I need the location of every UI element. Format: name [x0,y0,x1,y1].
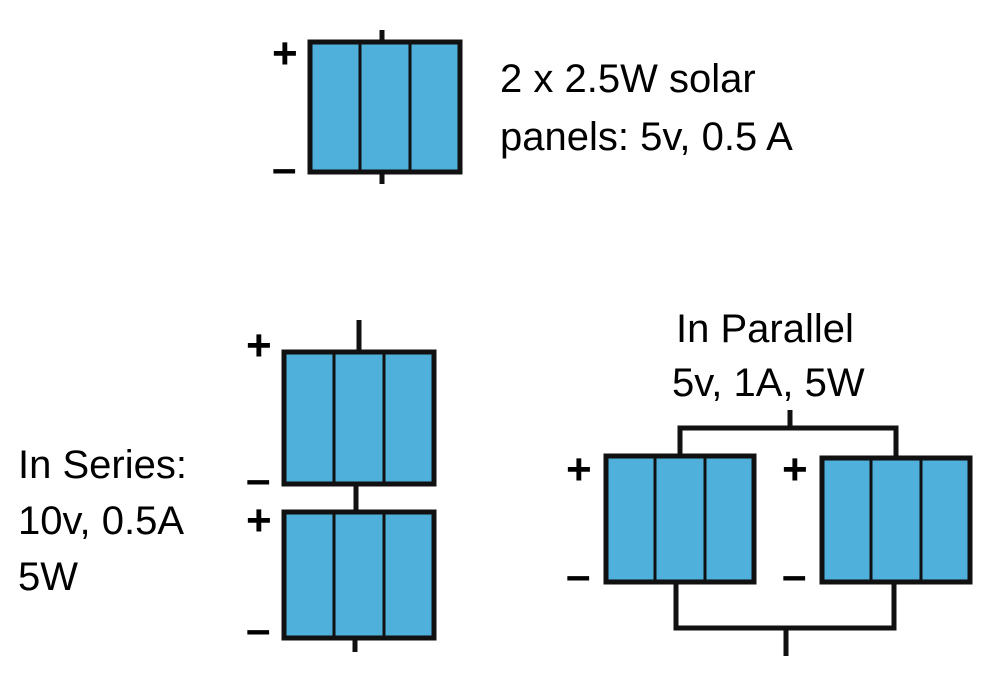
parallel-left-plus-label: + [566,445,592,494]
single-caption-line2: panels: 5v, 0.5 A [500,115,793,159]
parallel-right-plus-label: + [782,445,808,494]
series-group: + – + – In Series: 10v, 0.5A 5W [18,320,437,654]
solar-panel-series-bottom [281,509,437,641]
single-minus-label: – [272,144,296,193]
series-caption-line1: In Series: [18,443,187,487]
series-top-minus-label: – [246,455,270,504]
parallel-caption-line2: 5v, 1A, 5W [672,361,865,405]
parallel-caption-line1: In Parallel [676,307,854,351]
series-top-plus-label: + [246,321,272,370]
single-caption-line1: 2 x 2.5W solar [500,57,756,101]
solar-panel-parallel-left [603,453,757,585]
solar-panel-series-top [281,349,437,487]
series-bottom-minus-label: – [246,605,270,654]
parallel-top-bus [677,425,899,458]
solar-panel-single [307,39,463,175]
series-caption-line2: 10v, 0.5A [18,499,184,543]
series-bottom-plus-label: + [246,496,272,545]
parallel-right-minus-label: – [782,551,806,600]
parallel-left-minus-label: – [566,551,590,600]
solar-panel-parallel-right [819,455,973,585]
series-caption-line3: 5W [18,555,78,599]
parallel-group: + – + – In Parallel 5v, 1A, 5W [566,307,973,656]
single-plus-label: + [272,29,298,78]
single-panel-group: + – 2 x 2.5W solar panels: 5v, 0.5 A [272,29,793,193]
